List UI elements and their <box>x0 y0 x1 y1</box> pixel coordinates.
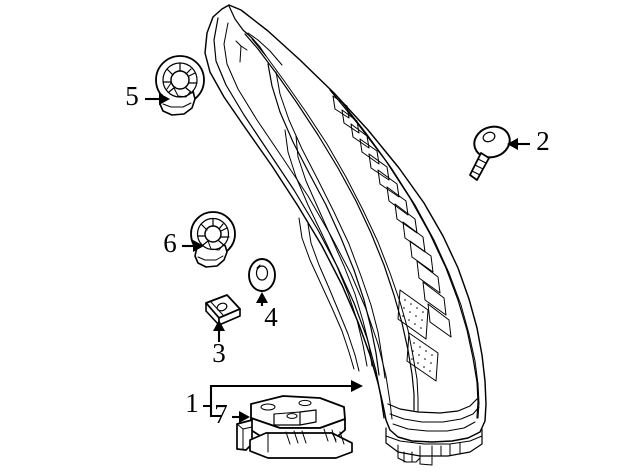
leader-7 <box>232 411 250 423</box>
leader-4 <box>256 292 268 306</box>
callout-label-1: 1 <box>185 388 199 418</box>
part-tail-lamp-body <box>204 4 487 466</box>
callout-label-6: 6 <box>163 228 177 258</box>
part-wiring-connector <box>236 395 353 459</box>
led-segments <box>332 95 452 338</box>
leader-5 <box>145 93 170 105</box>
leader-6 <box>182 240 204 252</box>
part-grommet <box>248 258 276 292</box>
part-screw <box>469 125 511 181</box>
callout-label-2: 2 <box>536 126 550 156</box>
leader-1 <box>203 380 363 418</box>
leader-2 <box>507 138 530 150</box>
callout-label-3: 3 <box>212 338 226 368</box>
part-bulb-socket-upper <box>155 55 205 116</box>
texture-panel-lower <box>406 332 439 382</box>
callout-label-4: 4 <box>264 302 278 332</box>
callout-label-7: 7 <box>214 399 228 429</box>
callout-label-5: 5 <box>125 81 139 111</box>
part-bulb-socket-lower <box>190 211 236 268</box>
texture-panel-upper <box>397 289 429 340</box>
part-retainer-clip <box>205 294 241 326</box>
leader-3 <box>213 320 225 342</box>
